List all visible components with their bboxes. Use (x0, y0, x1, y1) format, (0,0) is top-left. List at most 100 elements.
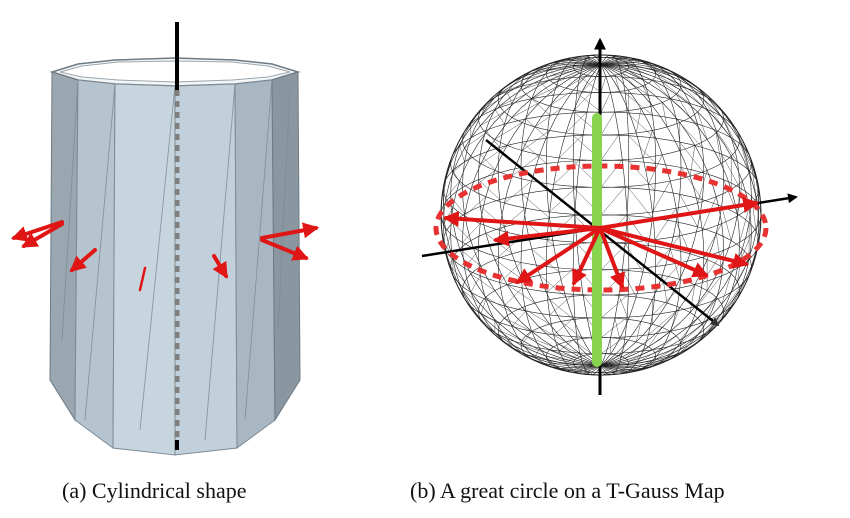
mesh-line (652, 67, 680, 81)
mesh-line (504, 180, 532, 204)
mesh-line (443, 64, 602, 366)
mesh-line (525, 118, 548, 139)
mesh-line (522, 80, 550, 90)
mesh-line (721, 206, 732, 241)
mesh-line (546, 356, 574, 362)
mesh-line (499, 84, 522, 94)
mesh-line (600, 364, 619, 373)
mesh-line (452, 139, 463, 155)
mesh-line (622, 270, 637, 298)
mesh-line (531, 248, 560, 273)
mesh-line (470, 273, 496, 291)
mesh-line (721, 289, 740, 320)
mesh-line (480, 154, 499, 174)
mesh-line (670, 307, 680, 332)
mesh-line (549, 61, 560, 64)
mesh-line (511, 310, 526, 327)
mesh-line (506, 91, 513, 104)
mesh-line (636, 108, 642, 134)
mesh-line (504, 317, 532, 332)
mesh-line (534, 347, 540, 358)
mesh-line (522, 307, 550, 325)
mesh-line (655, 235, 680, 267)
mesh-line (506, 284, 536, 304)
mesh-line (485, 325, 500, 337)
mesh-line (642, 331, 671, 352)
mesh-line (703, 223, 722, 258)
mesh-line (614, 58, 637, 60)
mesh-line (652, 180, 671, 213)
mesh-line (470, 306, 481, 320)
mesh-line (622, 76, 649, 96)
mesh-line (553, 317, 576, 335)
cylinder-figure (10, 22, 320, 456)
mesh-line (560, 321, 583, 339)
mesh-line (742, 145, 757, 180)
mesh-line (464, 196, 486, 217)
mesh-line (652, 352, 680, 367)
mesh-line (618, 64, 643, 80)
mesh-line (494, 109, 505, 125)
mesh-line (464, 132, 486, 149)
mesh-line (559, 367, 577, 369)
mesh-line (600, 352, 623, 366)
mesh-line (716, 233, 722, 267)
mesh-line (600, 372, 611, 375)
mesh-line (539, 275, 566, 298)
mesh-line (737, 181, 743, 216)
mesh-line (549, 349, 577, 359)
mesh-line (670, 98, 698, 125)
mesh-line (549, 186, 578, 213)
mesh-line (600, 111, 616, 136)
mesh-line (573, 370, 584, 373)
mesh-line (697, 170, 708, 204)
mesh-line (626, 70, 649, 84)
mesh-line (511, 75, 526, 83)
normal-arrows (10, 220, 320, 292)
mesh-line (706, 109, 732, 138)
mesh-line (666, 338, 696, 358)
mesh-line (499, 262, 522, 283)
mesh-line (697, 275, 722, 307)
mesh-line (549, 294, 574, 316)
mesh-line (716, 132, 722, 164)
mesh-line (459, 283, 465, 299)
mesh-line (485, 297, 513, 313)
cylinder-body (49, 71, 301, 456)
mesh-line (679, 194, 698, 227)
mesh-line (553, 63, 575, 65)
mesh-line (522, 130, 550, 151)
mesh-line (498, 329, 523, 341)
mesh-line (565, 59, 580, 62)
mesh-line (443, 207, 454, 225)
mesh-line (600, 76, 606, 93)
mesh-line (445, 181, 460, 199)
mesh-line (531, 98, 550, 116)
mesh-line (565, 111, 588, 134)
mesh-line (670, 248, 680, 280)
mesh-line (689, 145, 696, 177)
mesh-line (679, 320, 708, 344)
mesh-line (565, 352, 580, 364)
mesh-line (459, 248, 482, 267)
mesh-line (522, 331, 532, 344)
caption-gauss-map: (b) A great circle on a T-Gauss Map (410, 478, 725, 503)
mesh-line (648, 354, 677, 366)
mesh-line (470, 275, 481, 293)
mesh-line (628, 360, 653, 372)
mesh-line (504, 287, 523, 307)
mesh-line (480, 111, 505, 126)
mesh-line (573, 92, 592, 111)
mesh-line (619, 368, 642, 375)
mesh-line (553, 159, 580, 185)
mesh-line (480, 99, 499, 112)
mesh-line (628, 66, 655, 78)
mesh-line (480, 206, 505, 228)
mesh-line (582, 64, 602, 77)
mesh-line (531, 67, 550, 72)
mesh-line (600, 92, 611, 113)
mesh-line (618, 368, 643, 371)
mesh-line (462, 223, 481, 243)
mesh-line (640, 60, 668, 73)
mesh-line (452, 155, 471, 173)
